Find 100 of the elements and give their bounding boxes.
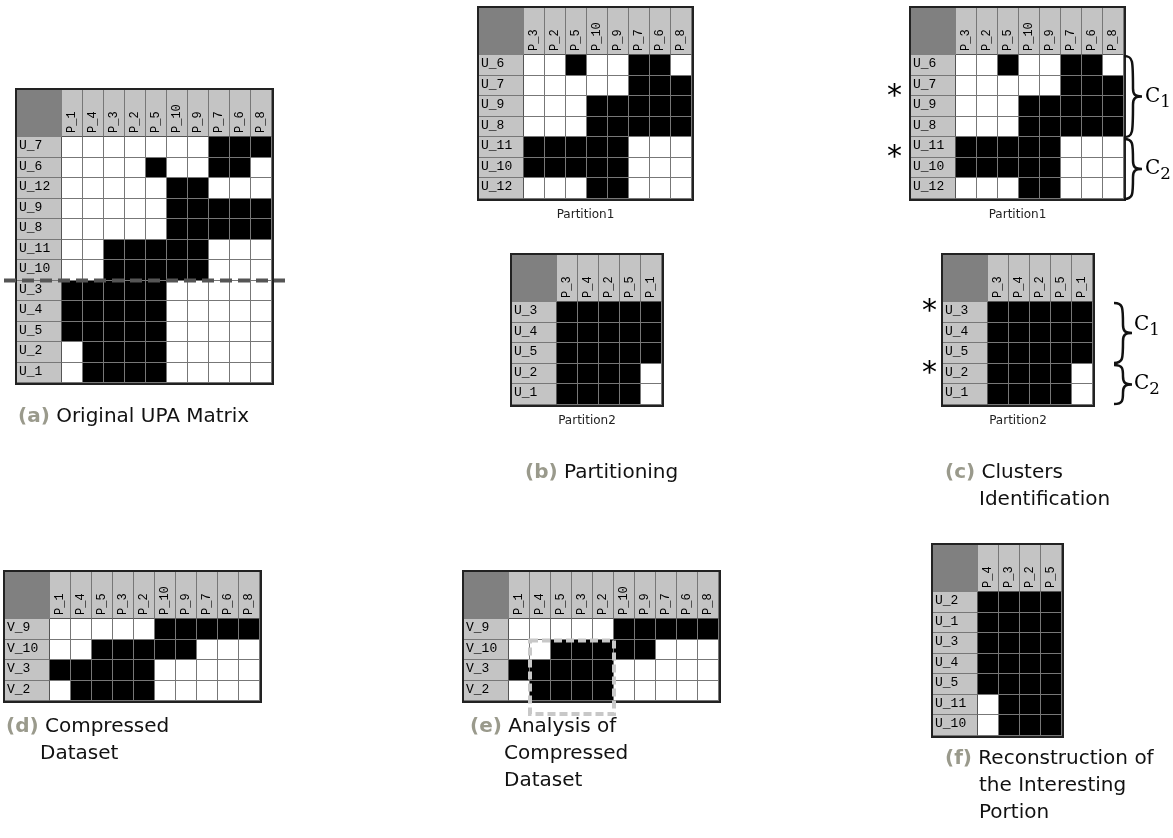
row-header: V_2 — [5, 680, 50, 701]
column-header: P_2 — [1020, 545, 1041, 592]
column-header: P_8 — [239, 572, 260, 619]
column-header: P_6 — [677, 572, 698, 619]
asterisk-mark: * — [922, 357, 937, 387]
column-header: P_1 — [1072, 255, 1093, 302]
column-header: P_1 — [50, 572, 71, 619]
column-header: P_7 — [197, 572, 218, 619]
column-header: P_4 — [530, 572, 551, 619]
row-header: U_2 — [933, 592, 978, 613]
row-header: U_2 — [943, 363, 988, 384]
subfigure-caption: (d) Compressed Dataset — [6, 712, 171, 766]
row-header: U_6 — [479, 55, 524, 76]
matrix-table — [17, 90, 272, 383]
column-header: P_8 — [1103, 8, 1124, 55]
column-header: P_4 — [1009, 255, 1030, 302]
column-header: P_3 — [988, 255, 1009, 302]
row-header: U_3 — [943, 302, 988, 323]
matrix-table — [911, 8, 1124, 199]
asterisk-mark: * — [887, 80, 902, 110]
column-header: P_4 — [578, 255, 599, 302]
column-header: P_5 — [551, 572, 572, 619]
column-header: P_7 — [1061, 8, 1082, 55]
row-header: U_11 — [479, 137, 524, 158]
row-header: V_3 — [5, 660, 50, 681]
column-header: P_3 — [104, 90, 125, 137]
row-header: U_11 — [933, 694, 978, 715]
column-header: P_7 — [629, 8, 650, 55]
column-header: P_3 — [999, 545, 1020, 592]
column-header: P_5 — [92, 572, 113, 619]
column-header: P_10 — [587, 8, 608, 55]
column-header: P_10 — [1019, 8, 1040, 55]
row-header: U_5 — [943, 343, 988, 364]
row-header: U_12 — [17, 178, 62, 199]
column-header: P_1 — [62, 90, 83, 137]
row-header: U_8 — [17, 219, 62, 240]
cluster-label: C$_{1}$ — [1134, 311, 1160, 339]
subfigure-caption: (a) Original UPA Matrix — [18, 402, 251, 429]
cluster-label: C$_{2}$ — [1145, 155, 1171, 183]
column-header: P_4 — [978, 545, 999, 592]
row-header: U_7 — [17, 137, 62, 158]
table-caption: Partition1 — [555, 206, 616, 221]
row-header: V_2 — [464, 680, 509, 701]
row-header: U_12 — [479, 178, 524, 199]
column-header: P_2 — [599, 255, 620, 302]
column-header: P_6 — [230, 90, 251, 137]
row-header: U_4 — [943, 322, 988, 343]
column-header: P_10 — [614, 572, 635, 619]
matrix-table — [943, 255, 1093, 405]
column-header: P_5 — [998, 8, 1019, 55]
subfigure-caption: (b) Partitioning — [525, 458, 680, 485]
matrix-table — [5, 572, 260, 701]
row-header: U_7 — [911, 75, 956, 96]
column-header: P_8 — [698, 572, 719, 619]
table-caption: Partition2 — [988, 412, 1048, 427]
column-header: P_5 — [1041, 545, 1062, 592]
row-header: U_5 — [17, 321, 62, 342]
column-header: P_2 — [593, 572, 614, 619]
row-header: U_6 — [17, 157, 62, 178]
column-header: P_6 — [650, 8, 671, 55]
row-header: U_10 — [911, 157, 956, 178]
column-header: P_9 — [176, 572, 197, 619]
subfigure-caption: (f) Reconstruction of the Interesting Portion — [945, 744, 1155, 825]
row-header: U_4 — [933, 653, 978, 674]
asterisk-mark: * — [887, 141, 902, 171]
column-header: P_5 — [566, 8, 587, 55]
column-header: P_8 — [671, 8, 692, 55]
column-header: P_3 — [524, 8, 545, 55]
column-header: P_2 — [134, 572, 155, 619]
column-header: P_3 — [956, 8, 977, 55]
asterisk-mark: * — [922, 295, 937, 325]
row-header: U_5 — [933, 674, 978, 695]
column-header: P_7 — [656, 572, 677, 619]
row-header: U_9 — [17, 198, 62, 219]
row-header: U_8 — [479, 116, 524, 137]
matrix-table — [464, 572, 719, 701]
column-header: P_9 — [635, 572, 656, 619]
column-header: P_6 — [218, 572, 239, 619]
matrix-table — [933, 545, 1062, 736]
table-caption: Partition2 — [557, 412, 617, 427]
subfigure-caption: (c) Clusters Identification — [945, 458, 1112, 512]
column-header: P_2 — [125, 90, 146, 137]
row-header: U_10 — [17, 260, 62, 281]
column-header: P_3 — [113, 572, 134, 619]
column-header: P_7 — [209, 90, 230, 137]
row-header: U_10 — [933, 715, 978, 736]
row-header: U_12 — [911, 178, 956, 199]
matrix-table — [479, 8, 692, 199]
row-header: U_9 — [479, 96, 524, 117]
column-header: P_10 — [167, 90, 188, 137]
row-header: U_1 — [17, 362, 62, 383]
column-header: P_9 — [188, 90, 209, 137]
column-header: P_5 — [146, 90, 167, 137]
column-header: P_9 — [1040, 8, 1061, 55]
row-header: U_9 — [911, 96, 956, 117]
matrix-table — [512, 255, 662, 405]
column-header: P_3 — [572, 572, 593, 619]
row-header: U_1 — [933, 612, 978, 633]
row-header: U_6 — [911, 55, 956, 76]
row-header: U_3 — [512, 302, 557, 323]
